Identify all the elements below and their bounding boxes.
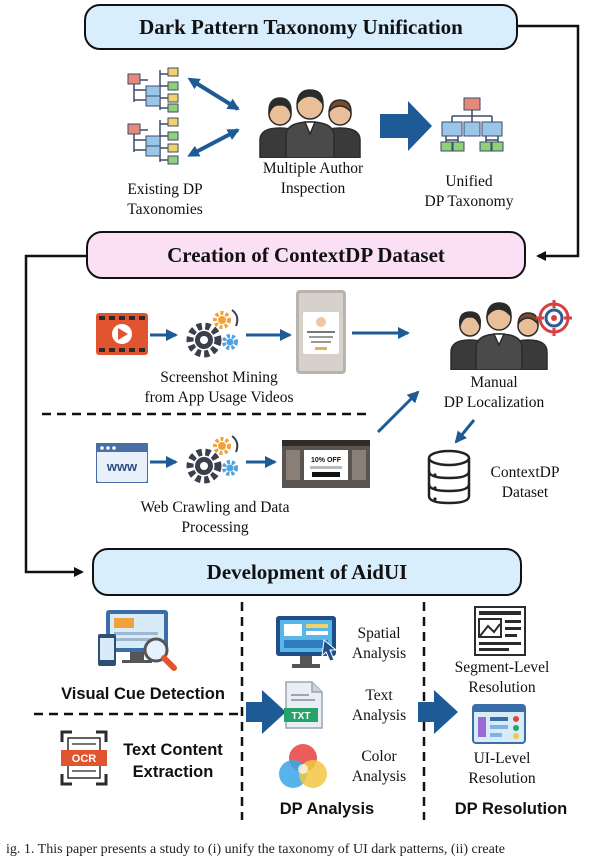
crawling-gears-icon [186,435,239,484]
label-text-analysis: Text Analysis [336,686,422,726]
database-icon [427,449,471,505]
label-dp-resolution: DP Resolution [454,800,568,818]
phase-taxonomy-unification: Dark Pattern Taxonomy Unification [84,4,518,50]
color-wheel-icon [279,744,327,788]
ui-resolution-line1: UI-Level [473,750,531,767]
contextdp-dataset-line1: ContextDP [490,464,560,481]
ocr-scan-icon: OCR [60,730,108,786]
spatial-analysis-line2: Analysis [351,645,407,662]
figure-caption: ig. 1. This paper presents a study to (i… [6,842,505,857]
segment-resolution-line2: Resolution [468,679,536,696]
ocr-text: OCR [72,753,97,765]
popup-offer-text: 10% OFF [311,457,342,464]
label-screenshot-mining: Screenshot Mining from App Usage Videos [126,368,312,408]
www-text: www [106,459,138,474]
text-content-line2: Extraction [132,763,214,781]
existing-taxonomies-line1: Existing DP [127,181,203,198]
label-existing-taxonomies: Existing DP Taxonomies [100,180,230,220]
text-content-line1: Text Content [123,741,223,759]
arrow-to-analysis [246,690,286,734]
arrow-to-unified [380,101,432,151]
author-inspection-line2: Inspection [280,180,346,197]
label-ui-resolution: UI-Level Resolution [444,749,560,789]
label-dp-localization: Manual DP Localization [424,373,564,413]
ui-resolution-icon [472,704,526,744]
app-screenshot-icon [296,290,346,374]
txt-file-icon: TXT [284,681,323,729]
txt-text: TXT [292,711,311,722]
arrow-upper-taxonomy [187,77,240,111]
text-analysis-line2: Analysis [351,707,407,724]
arrow-localization-dataset [454,419,476,444]
existing-taxonomies-line2: Taxonomies [127,201,203,218]
connector-phase1-phase2 [518,24,580,261]
dp-localization-line2: DP Localization [443,394,545,411]
contextdp-dataset-line2: Dataset [501,484,549,501]
label-segment-resolution: Segment-Level Resolution [432,658,572,698]
unified-taxonomy-line1: Unified [445,173,493,190]
label-text-content-extraction: Text Content Extraction [110,739,236,783]
segment-resolution-icon [474,606,526,656]
existing-taxonomies-icon [127,67,179,165]
label-dp-analysis: DP Analysis [279,800,375,818]
dp-localization-line1: Manual [470,374,518,391]
video-icon [96,313,148,355]
unified-taxonomy-icon [440,97,504,152]
author-inspection-line1: Multiple Author [262,160,364,177]
screenshot-mining-line1: Screenshot Mining [160,369,278,386]
arrow-to-resolution [418,690,458,734]
segment-resolution-line1: Segment-Level [454,659,550,676]
arrow-lower-taxonomy [187,128,240,157]
web-crawling-line2: Processing [181,519,249,536]
mining-gears-icon [186,309,239,358]
web-page-screenshot-icon: 10% OFF [282,440,370,488]
author-group-icon [259,89,361,158]
visual-cue-detection-icon [98,610,177,671]
spatial-analysis-icon [276,616,338,668]
label-author-inspection: Multiple Author Inspection [240,159,386,199]
label-web-crawling: Web Crawling and Data Processing [110,498,320,538]
ui-resolution-line2: Resolution [468,770,536,787]
label-color-analysis: Color Analysis [336,747,422,787]
spatial-analysis-line1: Spatial [357,625,401,642]
screenshot-mining-line2: from App Usage Videos [144,389,294,406]
phase-dataset-creation: Creation of ContextDP Dataset [86,231,526,279]
label-spatial-analysis: Spatial Analysis [336,624,422,664]
label-contextdp-dataset: ContextDP Dataset [472,463,578,503]
phase-aidui-development: Development of AidUI [92,548,522,596]
label-unified-taxonomy: Unified DP Taxonomy [404,172,534,212]
localization-team-icon [450,300,572,370]
unified-taxonomy-line2: DP Taxonomy [424,193,514,210]
web-crawling-line1: Web Crawling and Data [140,499,290,516]
www-browser-icon: www [96,443,148,483]
color-analysis-line2: Analysis [351,768,407,785]
connector-phase2-phase3 [24,254,86,577]
text-analysis-line1: Text [365,687,393,704]
color-analysis-line1: Color [361,748,397,765]
label-visual-cue-detection: Visual Cue Detection [61,685,225,703]
arrow-web-localization [376,390,420,434]
